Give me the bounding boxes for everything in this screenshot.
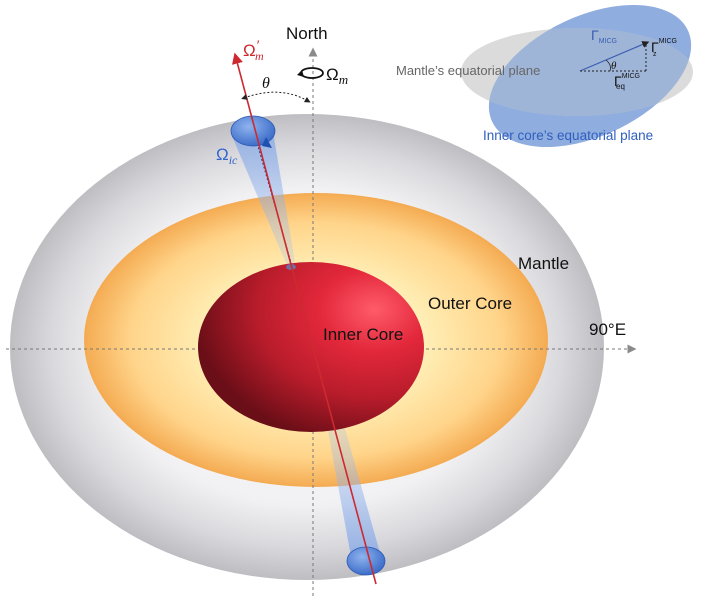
ic-pole-cap-bottom (346, 546, 386, 576)
inset-theta-arc (605, 59, 611, 72)
ic-pole-cap-top (230, 115, 276, 147)
theta-label: θ (262, 75, 270, 92)
ic-axis-beam-bottom (326, 418, 382, 562)
omega-m-prime-label: Ω′m (243, 38, 264, 63)
mantle-label: Mantle (518, 254, 569, 273)
outer-core-label: Outer Core (428, 294, 512, 313)
equatorial-planes-inset: Mantle’s equatorial plane Inner core’s e… (396, 5, 693, 147)
omega-ic-label: Ωic (216, 145, 238, 167)
gamma-micg-vector (579, 41, 650, 72)
inset-theta-label: θ (611, 60, 617, 72)
ic-axis-beam-top (232, 126, 296, 268)
inner-core (198, 262, 424, 432)
inner-core-label: Inner Core (323, 325, 403, 344)
gamma-micg-label: ΓMICG (591, 27, 617, 45)
omega-m-label: Ωm (326, 65, 348, 87)
east-label: 90°E (589, 320, 626, 339)
mantle-rotation-ring (300, 67, 324, 79)
tilted-spin-axis (232, 52, 377, 585)
north-label: North (286, 24, 328, 43)
mantle-rotation-arrow (297, 70, 304, 77)
theta-arc (241, 91, 311, 103)
ic-rotation-arrow (262, 137, 272, 148)
mantle-plane-label: Mantle’s equatorial plane (396, 63, 540, 78)
inner-core-plane-label: Inner core’s equatorial plane (483, 128, 653, 143)
